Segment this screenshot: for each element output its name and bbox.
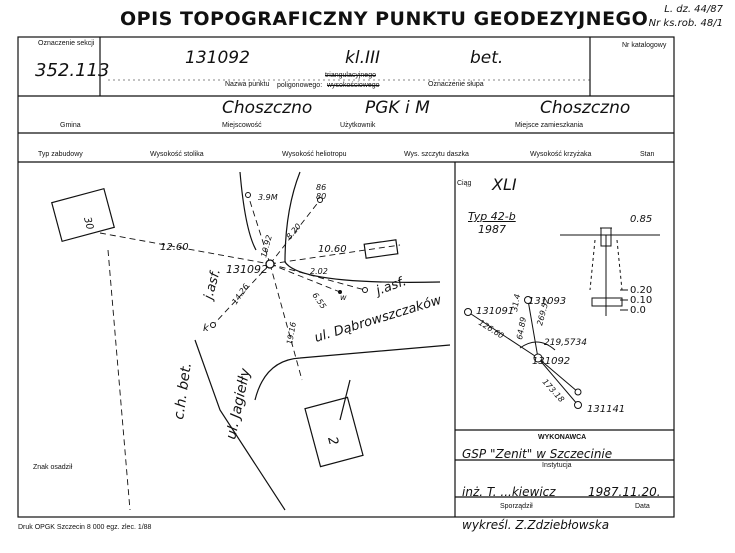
sketch-point-label: 131092 (226, 263, 268, 276)
section-value: 352.113 (35, 60, 110, 81)
row3-label-5: Stan (640, 151, 655, 158)
post-value: bet. (470, 48, 504, 68)
row3-label-0: Typ zabudowy (38, 151, 83, 158)
row3-label-4: Wysokość krzyżaka (530, 151, 592, 158)
k-mark: k (203, 323, 210, 334)
post-mark-label: Oznaczenie słupa (428, 81, 484, 88)
row3-label-2: Wysokość heliotropu (282, 151, 347, 158)
point-b: 131093 (528, 296, 566, 307)
executor-label: WYKONAWCA (538, 434, 587, 441)
class-value: kl.III (345, 48, 381, 68)
point-a: 131091 (476, 306, 514, 317)
section-label: Oznaczenie sekcji (38, 40, 95, 47)
residence-value: Choszczno (540, 98, 631, 118)
dist-4: 19.16 (285, 321, 298, 345)
height-80: 80 (316, 192, 326, 201)
point-d: 131141 (587, 404, 625, 415)
depth-2: 0.20 (630, 285, 652, 296)
drawn-by: wykreśl. Z.Zdziebłowska (462, 518, 610, 532)
doc-ref-2: Nr ks.rob. 48/1 (648, 18, 723, 29)
page-title: OPIS TOPOGRAFICZNY PUNKTU GEODEZYJNEGO (120, 8, 649, 30)
institution-label: Instytucja (542, 462, 572, 469)
side-3: 173.18 (541, 377, 566, 404)
place-label: Miejscowość (222, 122, 262, 129)
type-value: Typ 42-b (468, 210, 516, 223)
maker-label: Sporządził (500, 503, 533, 510)
w-mark: w (340, 293, 347, 302)
height-label: wysokościowego (327, 82, 380, 89)
house-se (304, 396, 364, 468)
dist-8: 2.02 (310, 267, 328, 276)
point-c: 131092 (532, 356, 570, 367)
side-5: 31.4 (510, 293, 522, 312)
dist-9: 3.9M (258, 193, 278, 202)
osadzil-label: Znak osadził (33, 464, 73, 471)
house-nw (51, 187, 115, 243)
house-se-number: 2 (324, 435, 341, 447)
side-1: 126.60 (477, 318, 506, 340)
point-name-label: Nazwa punktu (225, 81, 270, 88)
row3-label-1: Wysokość stolika (150, 151, 204, 158)
residence-label: Miejsce zamieszkania (515, 122, 584, 129)
triangulation-label: triangulacyjnego (325, 72, 376, 79)
executor-maker: inż. T. ...kiewicz (462, 485, 556, 499)
user-label: Użytkownik (340, 122, 376, 129)
angle-value: 219,5734 (544, 338, 587, 348)
user-value: PGK i M (365, 98, 430, 118)
gmina-value: Choszczno (222, 98, 313, 118)
ciag-value: XLI (492, 175, 517, 194)
street-3: c.h. bet. (171, 362, 195, 421)
row3-label-3: Wys. szczytu daszka (404, 151, 469, 158)
depth-1: 0.85 (630, 214, 652, 225)
height-86: 86 (316, 183, 326, 192)
print-note: Druk OPGK Szczecin 8 000 egz. zlec. 1/88 (18, 524, 152, 531)
side-4: 64.89 (515, 316, 528, 340)
year-value: 1987 (478, 223, 506, 236)
executor-company: GSP "Zenit" w Szczecinie (462, 447, 613, 461)
ciag-label: Ciąg (457, 180, 472, 187)
depth-4: 0.0 (630, 305, 646, 316)
catalog-label: Nr katalogowy (622, 42, 667, 49)
dist-2: 10.60 (318, 244, 347, 255)
polygon-label: poligonowego: (277, 82, 323, 89)
house-nw-number: 30 (81, 216, 95, 231)
dist-1: 12.60 (160, 242, 189, 253)
depth-3: 0.10 (630, 295, 652, 306)
point-number: 131092 (185, 48, 250, 68)
gmina-label: Gmina (60, 122, 81, 129)
date-label: Data (635, 503, 650, 510)
doc-ref-1: L. dz. 44/87 (664, 4, 723, 15)
executor-date: 1987.11.20. (588, 485, 661, 499)
